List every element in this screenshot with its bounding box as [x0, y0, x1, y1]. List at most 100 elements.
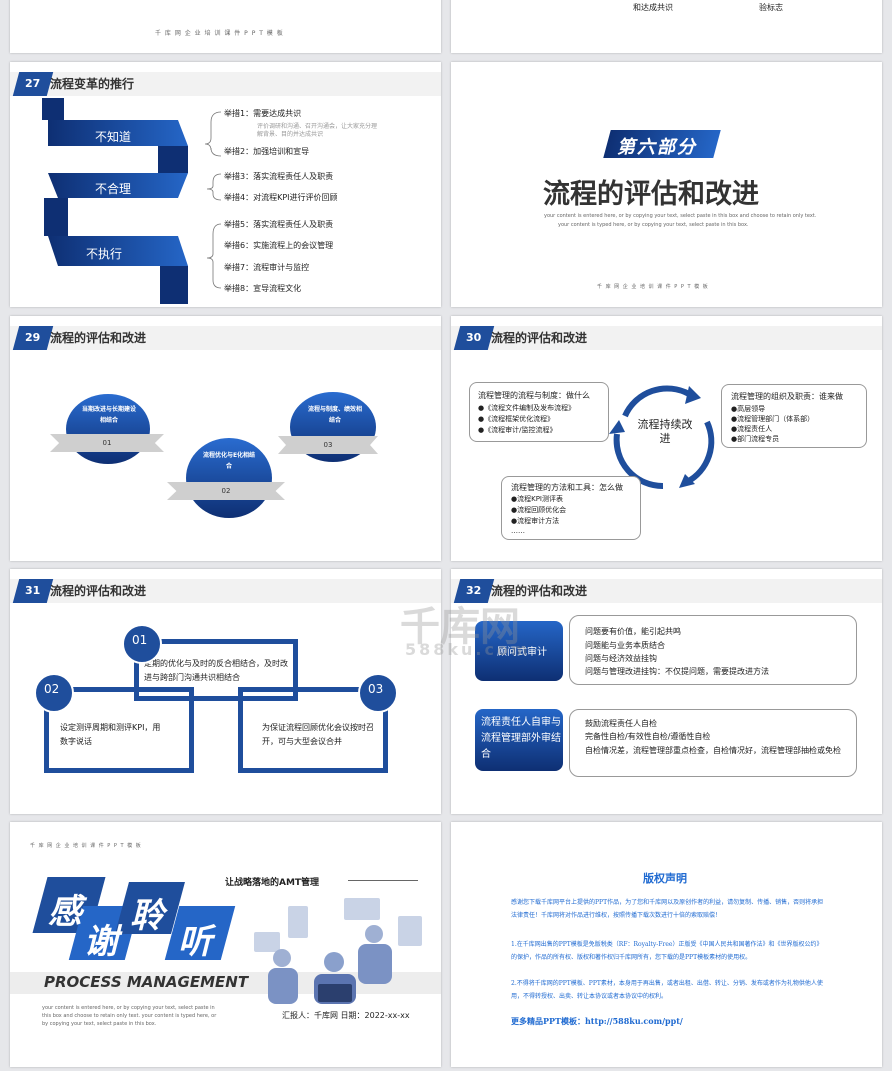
- partial-text-1: 和达成共识: [633, 3, 673, 12]
- slide-title: 流程的评估和改进: [50, 331, 147, 345]
- slide-title: 流程的评估和改进: [50, 584, 147, 598]
- number-label-03: 03: [368, 682, 384, 696]
- measure-sub-2: 解背景、目的并达成共识: [257, 131, 324, 138]
- measure-item-2: 举措2：加强培训和宣导: [224, 147, 310, 156]
- subtitle-line: [348, 880, 418, 881]
- cycle-arrows-graphic: [609, 385, 715, 490]
- thanks-char-3: 聆: [130, 896, 164, 936]
- selfcheck-item: 鼓励流程责任人自检: [585, 719, 657, 728]
- slide-title: 流程的评估和改进: [491, 584, 588, 598]
- circle-node-2: [186, 438, 272, 518]
- audit-item: 问题能与业务本质结合: [585, 641, 665, 650]
- slide-top-text: 千 库 网 企 业 培 训 课 件 P P T 模 板: [30, 843, 142, 849]
- thanks-reporter: 汇报人：千库网 日期：2022-xx-xx: [282, 1011, 410, 1020]
- slide-number-badge: 30: [453, 326, 495, 350]
- circle-label-3: 流程与制度、绩效相结合: [308, 406, 363, 424]
- frame-right: [238, 687, 388, 773]
- slide-34-copyright[interactable]: 版权声明 感谢您下载千库网平台上提供的PPT作品，为了您和千库网以及原创作者的利…: [451, 822, 882, 1067]
- thanks-desc: your content is entered here, or by copy…: [42, 1005, 217, 1027]
- audit-item: 问题要有价值，能引起共鸣: [585, 627, 681, 636]
- thanks-subtitle: 让战略落地的AMT管理: [225, 878, 320, 888]
- ribbon-path-graphic: [42, 98, 188, 304]
- thanks-english: PROCESS MANAGEMENT: [44, 973, 249, 991]
- section-desc-1: your content is entered here, or by copy…: [544, 213, 817, 219]
- center-text: 定期的优化与及时的反合相结合，及时改进与跨部门沟通共识相结合: [144, 659, 288, 682]
- ribbon-2: 02: [167, 482, 285, 500]
- selfcheck-card-label: 流程责任人自审与流程管理部外审结合: [481, 717, 561, 760]
- card-organization: [721, 384, 867, 448]
- card-process-rules-item: ●《流程文件编制及发布流程》: [478, 404, 576, 412]
- slide-title: 流程的评估和改进: [491, 331, 588, 345]
- slide-31[interactable]: 31 流程的评估和改进 定期的优化与及时的反合相结合，及时改进与跨部门沟通共识相…: [10, 569, 441, 814]
- slide-footer: 千 库 网 企 业 培 训 课 件 P P T 模 板: [597, 284, 709, 290]
- card-methods-item: ●流程回顾优化会: [511, 506, 567, 514]
- slide-28-section-title[interactable]: 第六部分 流程的评估和改进 your content is entered he…: [451, 62, 882, 307]
- band-label-2: 不合理: [95, 182, 132, 196]
- circle-label-1: 当期改进与长期建设相结合: [82, 406, 137, 424]
- card-methods-item: ……: [511, 527, 525, 535]
- slide-header-bar: [451, 579, 882, 603]
- measure-item-3: 举措3：落实流程责任人及职责: [224, 172, 334, 181]
- section-desc-2: your content is typed here, or by copyin…: [558, 222, 749, 228]
- slide-header-bar: [451, 326, 882, 350]
- slide-33-thanks[interactable]: 千 库 网 企 业 培 训 课 件 P P T 模 板 感 谢 聆 听 让战略落…: [10, 822, 441, 1067]
- slide-number-badge: 31: [12, 579, 54, 603]
- brace-graphics: [205, 111, 222, 289]
- cycle-center-label: 流程持续改进: [637, 418, 693, 445]
- audit-item: 问题与管理改进挂钩：不仅提问题，需要提改进方法: [585, 667, 769, 676]
- slide-header-bar: [10, 579, 441, 603]
- selfcheck-card: [569, 709, 857, 777]
- slide-partial-right[interactable]: 和达成共识 验标志: [451, 0, 882, 53]
- selfcheck-item: 自检情况差，流程管理部重点检查，自检情况好，流程管理部抽检或免检: [585, 746, 841, 755]
- copyright-title: 版权声明: [643, 872, 687, 885]
- measure-item-1: 举措1：需要达成共识: [224, 109, 302, 118]
- card-organization-item: ●高层领导: [731, 405, 766, 413]
- measure-item-7: 举措7：流程审计与监控: [224, 263, 310, 272]
- card-process-rules-title: 流程管理的流程与制度：做什么: [478, 391, 590, 400]
- copyright-p2: 1.在千库网出售的PPT模板是免版税类（RF：Royalty-Free）正版受《…: [511, 941, 823, 961]
- slide-32[interactable]: 32 流程的评估和改进 顾问式审计 问题要有价值，能引起共鸣 问题能与业务本质结…: [451, 569, 882, 814]
- band-label-1: 不知道: [95, 130, 132, 144]
- slide-title: 流程变革的推行: [50, 77, 135, 91]
- slide-30[interactable]: 30 流程的评估和改进 流程持续改进 流程管理的流程与制度：做什么 ●《流程文件…: [451, 316, 882, 561]
- card-organization-title: 流程管理的组织及职责：谁来做: [731, 392, 843, 401]
- number-circle-03: [358, 673, 398, 713]
- ribbon-1: 01: [50, 434, 164, 452]
- slide-29[interactable]: 29 流程的评估和改进 01 当期改进与长期建设相结合 02 流程优化与E化相结…: [10, 316, 441, 561]
- thanks-char-4: 听: [178, 922, 212, 962]
- section-title: 流程的评估和改进: [543, 179, 759, 210]
- audit-card-label: 顾问式审计: [497, 647, 547, 658]
- watermark-url: 588ku.com: [405, 640, 531, 659]
- copyright-p1: 感谢您下载千库网平台上提供的PPT作品，为了您和千库网以及原创作者的利益，请勿复…: [511, 899, 824, 919]
- number-circle-01: [122, 624, 162, 664]
- copyright-p3: 2.不得将千库网的PPT模板、PPT素材，本身用于再出售，或者出租、出借、转让、…: [511, 980, 823, 1000]
- selfcheck-item: 完备性自检/有效性自检/遵循性自检: [585, 732, 711, 741]
- number-label-01: 01: [132, 633, 148, 647]
- ribbon-3: 03: [278, 436, 378, 454]
- right-text: 为保证流程回顾优化会议按时召开，可与大型会议合并: [262, 723, 374, 746]
- audit-card-label-bg: [475, 621, 563, 681]
- measure-item-6: 举措6：实施流程上的会议管理: [224, 241, 334, 250]
- slide-header-bar: [10, 72, 441, 96]
- copyright-more-link[interactable]: 更多精品PPT模板：http://588ku.com/ppt/: [511, 1016, 683, 1026]
- slide-number-badge: 29: [12, 326, 54, 350]
- slide-27[interactable]: 27 流程变革的推行 不知道 不合理 不执行 举措1：需要达成共识 评价调研和沟…: [10, 62, 441, 307]
- measure-item-5: 举措5：落实流程责任人及职责: [224, 220, 334, 229]
- card-process-rules-item: ●《流程框架优化流程》: [478, 415, 555, 423]
- card-methods-item: ●流程审计方法: [511, 517, 560, 525]
- number-circle-02: [34, 673, 74, 713]
- slide-26-partial[interactable]: 千 库 网 企 业 培 训 课 件 P P T 模 板: [10, 0, 441, 53]
- thanks-char-2: 谢: [84, 922, 118, 962]
- left-text: 设定测评周期和测评KPI，用数字说话: [60, 723, 161, 746]
- card-organization-item: ●流程责任人: [731, 425, 773, 433]
- circle-label-2: 流程优化与E化相结合: [202, 452, 256, 470]
- card-process-rules-item: ●《流程审计/监控流程》: [478, 426, 557, 434]
- thanks-char-1: 感: [48, 892, 82, 932]
- slide-footer: 千 库 网 企 业 培 训 课 件 P P T 模 板: [155, 30, 284, 37]
- slide-number-badge: 27: [12, 72, 54, 96]
- frame-left: [44, 687, 194, 773]
- circle-node-1: [66, 394, 150, 464]
- section-badge-text: 第六部分: [617, 137, 697, 158]
- measure-sub-1: 评价调研和沟通、召开沟通会，让大家充分理: [257, 123, 378, 130]
- measure-item-4: 举措4：对流程KPI进行评价回顾: [224, 193, 338, 202]
